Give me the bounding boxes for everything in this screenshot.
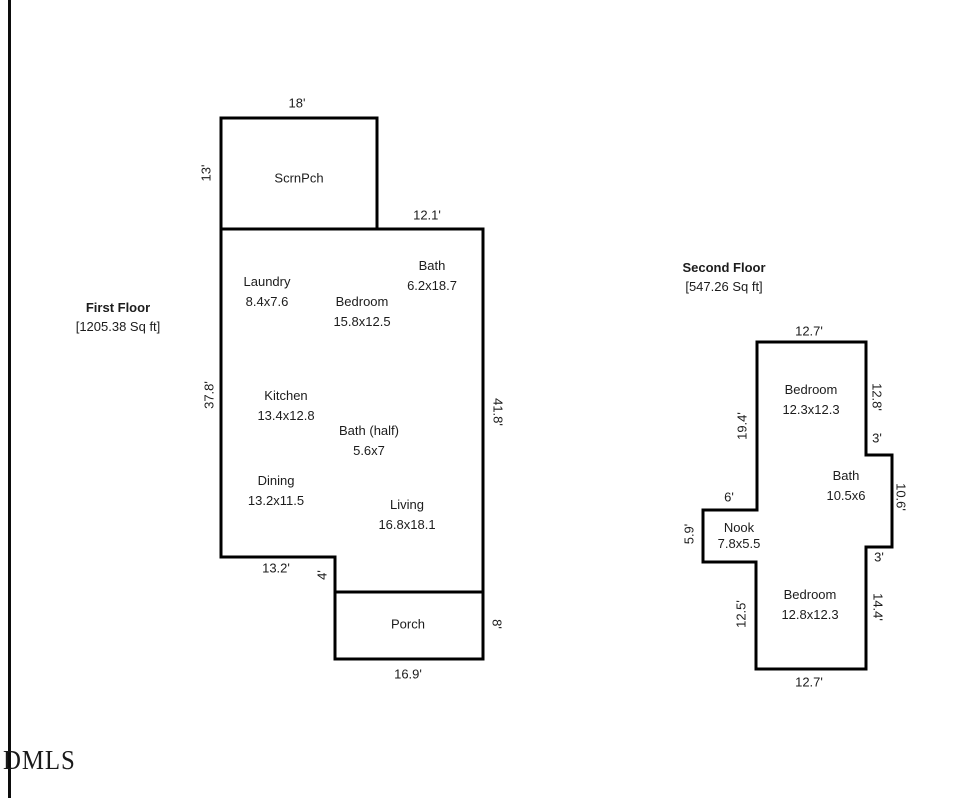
dim-porch-height: 8' [489,619,505,629]
room-size: 6.2x18.7 [407,278,457,293]
dim-sf-left-lower: 12.5' [733,600,749,628]
room-label-laundry: Laundry 8.4x7.6 [244,272,291,312]
dim-left-height: 37.8' [201,381,217,409]
room-label-kitchen: Kitchen 13.4x12.8 [257,386,314,426]
dim-scrnpch-width: 18' [288,95,306,111]
room-name: Bath (half) [339,423,399,438]
dim-sf-bath-right: 10.6' [893,483,909,511]
first-floor-header: First Floor [1205.38 Sq ft] [76,298,161,336]
left-border-line [8,0,11,798]
first-floor-area: [1205.38 Sq ft] [75,319,161,334]
dim-sf-top-width: 12.7' [795,323,823,339]
dim-sf-bottom-width: 12.7' [795,674,823,690]
room-label-living: Living 16.8x18.1 [378,495,435,535]
second-floor-area: [547.26 Sq ft] [685,279,763,294]
room-label-bath-first: Bath 6.2x18.7 [407,256,457,296]
first-floor-title: First Floor [85,300,151,315]
room-size: 5.6x7 [353,443,385,458]
room-label-scrnpch: ScrnPch [274,170,324,186]
dim-sf-right-upper: 12.8' [869,383,885,411]
dim-sf-right-lower: 14.4' [870,593,886,621]
mls-watermark: DMLS [3,745,76,775]
room-name: Living [390,497,424,512]
room-name: Bath [832,468,860,483]
dim-sf-step-lower: 3' [874,549,884,565]
room-size: 8.4x7.6 [245,294,289,309]
room-name: Laundry [243,274,291,289]
room-name: Bedroom [784,382,838,397]
room-name: Dining [257,473,295,488]
room-label-bedroom-top: Bedroom 12.3x12.3 [782,380,839,420]
room-size: 13.4x12.8 [257,408,315,423]
dim-top-right-width: 12.1' [413,207,441,223]
room-name: Bath [418,258,446,273]
dim-porch-width: 16.9' [394,666,422,682]
room-label-porch: Porch [391,616,425,632]
second-floor-header: Second Floor [547.26 Sq ft] [682,258,765,296]
room-name: Bedroom [783,587,837,602]
room-label-bedroom-bottom: Bedroom 12.8x12.3 [781,585,838,625]
room-label-bath-second: Bath 10.5x6 [826,466,865,506]
second-floor-title: Second Floor [682,260,766,275]
room-name: Nook [723,520,755,535]
room-label-bath-half: Bath (half) 5.6x7 [339,421,399,461]
room-size: 10.5x6 [826,488,866,503]
room-size: 12.8x12.3 [781,607,839,622]
second-floor-outline [701,340,894,671]
dim-sf-nook-left: 5.9' [681,523,697,545]
room-name: Kitchen [264,388,308,403]
room-name: Bedroom [335,294,389,309]
room-label-bedroom-first: Bedroom 15.8x12.5 [333,292,390,332]
dim-sf-left-upper: 19.4' [734,412,750,440]
room-size: 12.3x12.3 [782,402,840,417]
dim-step-height: 4' [314,570,330,580]
dim-scrnpch-height: 13' [198,164,214,182]
room-size: 7.8x5.5 [717,536,761,551]
room-label-nook: Nook 7.8x5.5 [718,520,761,552]
room-size: 15.8x12.5 [333,314,391,329]
room-size: 13.2x11.5 [247,493,305,508]
dim-bottom-left-width: 13.2' [262,560,290,576]
dim-sf-nook-top: 6' [724,489,734,505]
first-floor-porch-outline [333,590,485,661]
dim-sf-step-upper: 3' [872,430,882,446]
room-label-dining: Dining 13.2x11.5 [248,471,304,511]
dim-right-height: 41.8' [490,398,506,426]
room-size: 16.8x18.1 [378,517,436,532]
